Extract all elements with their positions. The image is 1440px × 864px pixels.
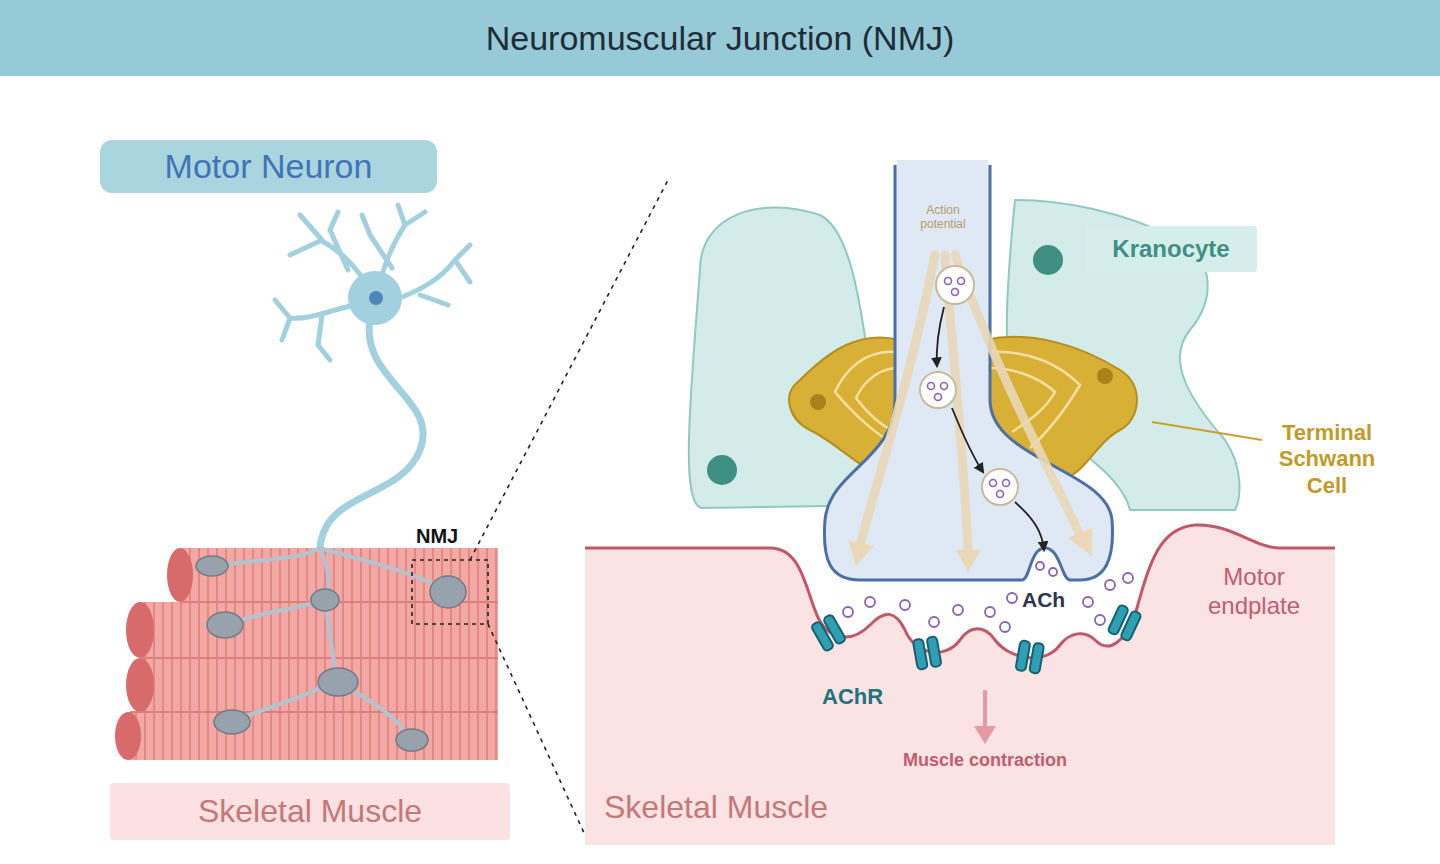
- vesicle-path-arrows: [937, 307, 1044, 550]
- vesicles: [920, 266, 1018, 505]
- axon-terminal: [824, 165, 1112, 580]
- process-label: Muscle contraction: [870, 750, 1100, 772]
- schwann-nucleus: [810, 394, 826, 410]
- part-label: Motor endplate: [1188, 563, 1320, 621]
- action-potential-arrows: [860, 255, 1080, 552]
- axon-top-fill: [897, 160, 988, 168]
- receptor-label: AChR: [822, 684, 902, 710]
- endplate-blobs: [196, 556, 466, 751]
- diagram-title: Neuromuscular Junction (NMJ): [0, 0, 1440, 76]
- panel-label: Skeletal Muscle: [604, 788, 924, 826]
- action-potential-heads: [848, 528, 1092, 572]
- molecule-label: ACh: [1022, 587, 1078, 612]
- motor-neuron: [275, 205, 470, 548]
- zoom-line: [470, 180, 668, 560]
- neuron-nucleus: [369, 291, 383, 305]
- node-text: Skeletal Muscle: [198, 793, 422, 830]
- panel-band: Skeletal Muscle: [110, 783, 510, 840]
- part-label: Terminal Schwann Cell: [1268, 420, 1386, 499]
- node-text: Kranocyte: [1112, 235, 1229, 263]
- cell-label-box: Kranocyte: [1085, 226, 1257, 272]
- schwann-nucleus: [1097, 368, 1113, 384]
- title-pill: Motor Neuron: [100, 140, 437, 193]
- neuron-soma: [348, 271, 402, 325]
- node-text: Motor Neuron: [165, 147, 373, 186]
- ach-molecules: [843, 562, 1133, 632]
- muscle-fibres: [115, 548, 498, 760]
- header-band: [0, 0, 1440, 76]
- contraction-arrowhead: [974, 726, 996, 744]
- axon-branches: [215, 548, 445, 738]
- kranocyte-nucleus: [1033, 245, 1063, 275]
- leader-line: [1152, 422, 1262, 440]
- contraction-arrow: [983, 690, 987, 730]
- signal-label: Action potential: [915, 203, 971, 232]
- zoom-label: NMJ: [416, 524, 486, 548]
- achr-receptors: [811, 604, 1142, 674]
- zoom-box: [412, 560, 488, 624]
- kranocyte-nucleus: [707, 455, 737, 485]
